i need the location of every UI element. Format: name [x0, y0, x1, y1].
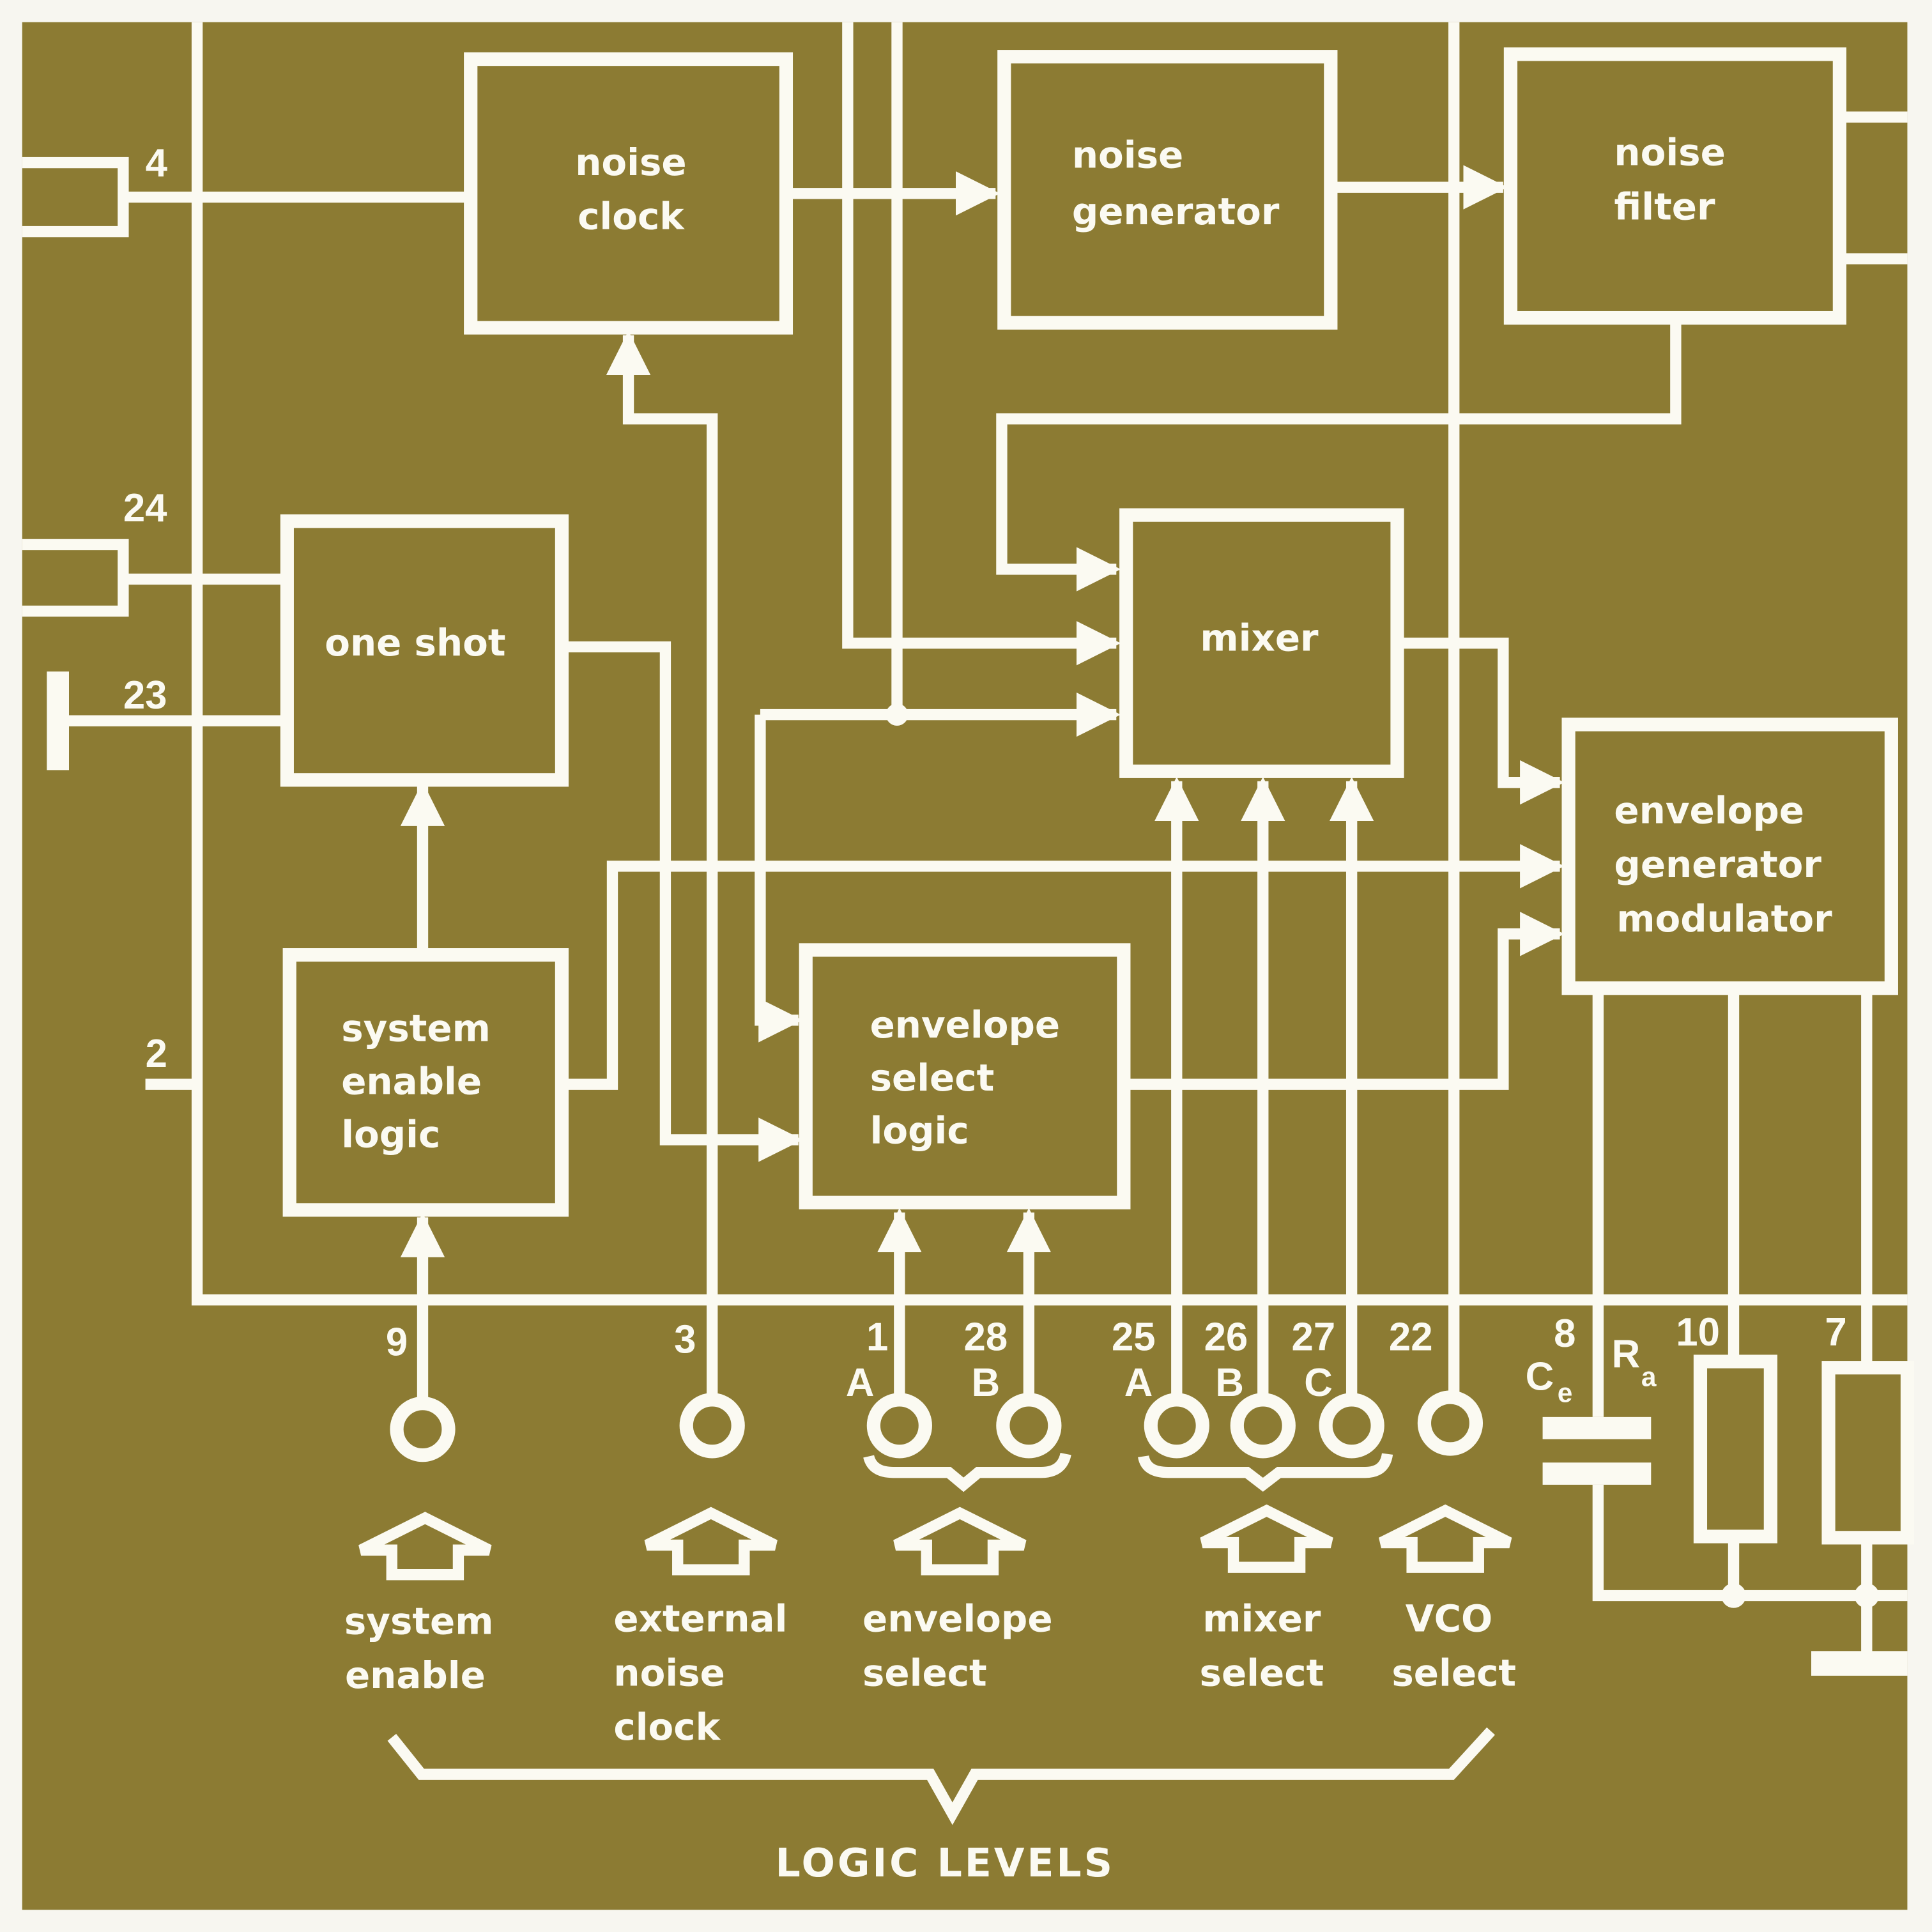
house-arrow-icon: [1379, 1504, 1512, 1573]
svg-text:4: 4: [146, 141, 167, 185]
svg-text:22: 22: [1389, 1315, 1433, 1360]
circle-terminal-icon: [390, 1397, 456, 1462]
svg-text:envelope: envelope: [870, 1003, 1061, 1046]
svg-text:system: system: [344, 1599, 494, 1643]
system-enable-logic-block: system enable logic: [282, 948, 569, 1217]
svg-text:e: e: [1558, 1378, 1573, 1408]
svg-text:8: 8: [1554, 1312, 1575, 1356]
svg-text:select: select: [1392, 1651, 1516, 1694]
input-icons: [358, 1504, 1512, 1581]
svg-text:C: C: [1304, 1361, 1333, 1405]
svg-text:mixer: mixer: [1200, 616, 1319, 659]
svg-text:enable: enable: [341, 1060, 482, 1103]
svg-text:27: 27: [1292, 1315, 1336, 1360]
circle-terminal-icon: [866, 1393, 932, 1459]
svg-text:generator: generator: [1614, 843, 1821, 886]
circle-terminal-icon: [1319, 1393, 1384, 1459]
mixer-block: mixer: [1119, 508, 1404, 778]
input-labels: system enable external noise clock envel…: [344, 1597, 1516, 1749]
noise-generator-block: noise generator: [997, 50, 1338, 330]
svg-text:enable: enable: [345, 1653, 486, 1697]
svg-text:one shot: one shot: [325, 621, 505, 664]
logic-levels-title: LOGIC LEVELS: [776, 1840, 1115, 1886]
svg-text:24: 24: [123, 486, 167, 530]
one-shot-block: one shot: [280, 514, 569, 787]
svg-text:B: B: [1215, 1361, 1244, 1405]
svg-text:A: A: [846, 1361, 875, 1405]
house-arrow-icon: [893, 1506, 1027, 1575]
circle-terminal-icon: [679, 1393, 745, 1459]
svg-text:system: system: [341, 1007, 491, 1050]
svg-text:R: R: [1612, 1333, 1641, 1377]
svg-text:select: select: [862, 1651, 987, 1694]
svg-text:2: 2: [146, 1032, 167, 1076]
house-arrow-icon: [644, 1506, 778, 1575]
noise-clock-block: noise clock: [464, 52, 793, 335]
svg-text:noise: noise: [575, 141, 686, 184]
svg-text:modulator: modulator: [1616, 897, 1832, 940]
circle-terminal-icon: [1144, 1393, 1209, 1459]
svg-text:a: a: [1641, 1362, 1657, 1392]
svg-text:A: A: [1124, 1361, 1153, 1405]
capacitor-plate: [1542, 1416, 1652, 1439]
circle-terminal-icon: [1230, 1393, 1296, 1459]
svg-text:26: 26: [1204, 1315, 1248, 1360]
svg-text:noise: noise: [1072, 133, 1183, 176]
envelope-select-logic-block: envelope select logic: [799, 943, 1131, 1209]
svg-text:filter: filter: [1614, 185, 1715, 228]
svg-text:noise: noise: [613, 1651, 724, 1694]
svg-text:noise: noise: [1614, 130, 1725, 174]
svg-text:clock: clock: [578, 195, 685, 238]
envelope-generator-modulator-block: envelope generator modulator: [1561, 717, 1898, 995]
svg-text:28: 28: [964, 1315, 1008, 1360]
resistor-7: [1821, 1361, 1915, 1545]
pin-terminals: [390, 1390, 1483, 1492]
bracket: [863, 1452, 1071, 1492]
svg-text:select: select: [870, 1056, 995, 1100]
svg-text:3: 3: [674, 1318, 696, 1362]
traces: [22, 22, 1915, 1676]
bracket: [1138, 1453, 1393, 1492]
house-arrow-icon: [1200, 1504, 1333, 1573]
svg-text:25: 25: [1112, 1315, 1156, 1360]
svg-text:generator: generator: [1072, 190, 1280, 233]
svg-text:C: C: [1526, 1354, 1554, 1399]
svg-text:select: select: [1200, 1651, 1324, 1694]
noise-filter-block: noise filter: [1503, 47, 1846, 325]
circle-terminal-icon: [996, 1393, 1062, 1459]
capacitor-plate: [1542, 1462, 1652, 1485]
svg-text:VCO: VCO: [1406, 1597, 1492, 1640]
svg-text:1: 1: [866, 1315, 888, 1360]
circle-terminal-icon: [1417, 1390, 1483, 1456]
svg-text:mixer: mixer: [1202, 1597, 1321, 1640]
logic-levels-brace: [387, 1727, 1495, 1825]
svg-text:7: 7: [1825, 1310, 1846, 1354]
svg-text:logic: logic: [341, 1113, 440, 1156]
svg-text:9: 9: [386, 1320, 408, 1364]
pin-labels: 4 24 23 2 9 3 1 A 28 B 25 A 26 B 27 C 22…: [123, 141, 1847, 1408]
svg-text:logic: logic: [870, 1109, 969, 1153]
svg-text:envelope: envelope: [862, 1597, 1053, 1640]
svg-text:clock: clock: [613, 1705, 721, 1749]
svg-text:B: B: [972, 1361, 1000, 1405]
svg-text:23: 23: [123, 673, 167, 717]
svg-text:envelope: envelope: [1614, 788, 1804, 832]
svg-text:external: external: [613, 1597, 787, 1640]
resistor-ra: [1693, 1354, 1777, 1544]
house-arrow-icon: [358, 1512, 492, 1581]
svg-text:10: 10: [1676, 1310, 1720, 1354]
